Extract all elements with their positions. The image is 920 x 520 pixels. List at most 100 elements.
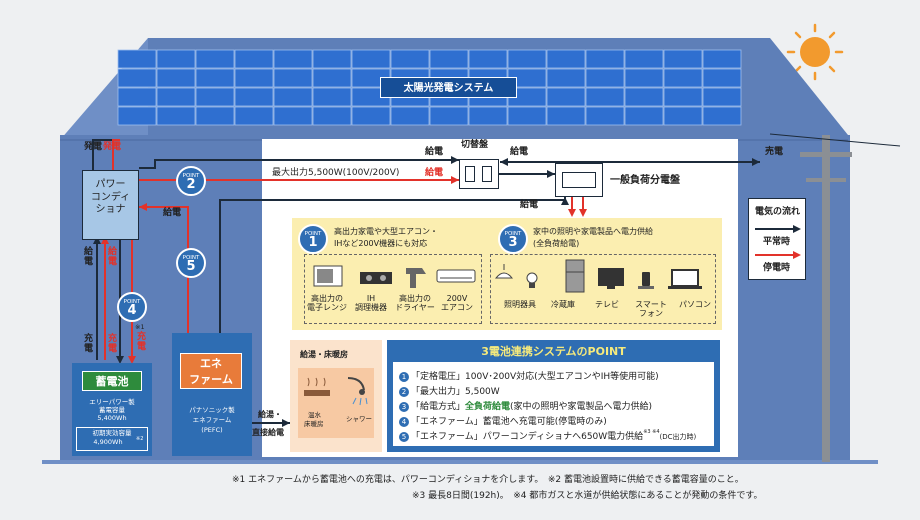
point-3-num: 3 <box>508 235 518 250</box>
solar-panel-cell <box>663 49 703 69</box>
hot-water-area: 給湯・床暖房 温水 床暖房 シャワー <box>290 340 382 452</box>
smartphone-icon <box>638 272 654 289</box>
appliance-label-line2: ドライヤー <box>395 303 435 313</box>
point-4-tag: POINT <box>123 299 141 305</box>
appliance-label-pc: パソコン <box>672 300 718 309</box>
dryer-icon <box>406 268 426 288</box>
point-3-badge: POINT 3 <box>498 224 528 254</box>
appliances-all-group <box>490 254 716 324</box>
solar-panel-cell <box>585 106 625 126</box>
label-kyuden-pcs: 給電 <box>163 208 182 218</box>
ih-icon <box>360 272 392 284</box>
system-item-2-body: 5,500W <box>465 387 500 397</box>
label-kyuden-vert: 給電 <box>84 247 94 268</box>
appliance-label-line2: 電子レンジ <box>307 303 347 313</box>
system-item-5: 5「エネファーム」パワーコンディショナへ650W電力供給※3 ※4(DC出力時) <box>399 429 696 442</box>
battery-l5-mark: ※2 <box>136 436 144 442</box>
max-output-label: 最大出力5,500W(100V/200V) <box>272 168 400 178</box>
hot-shower: シャワー <box>346 415 372 423</box>
appliance-label-line1: 高出力の <box>311 294 343 303</box>
solar-panel-cell <box>546 49 586 69</box>
point-1-tag: POINT <box>304 231 322 237</box>
point-3-text2: (全負荷給電) <box>533 239 580 248</box>
solar-panel-cell <box>351 49 391 69</box>
point-2-badge: POINT 2 <box>176 166 206 196</box>
solar-panel-cell <box>663 68 703 88</box>
appliance-area: POINT 1 高出力家電や大型エアコン・ IHなど200V機器にも対応 POI… <box>292 218 722 330</box>
solar-panel-cell <box>156 106 196 126</box>
system-item-3-highlight: 全負荷給電 <box>465 402 511 412</box>
solar-panel-cell <box>468 49 508 69</box>
enefarm-label2: ファーム <box>189 373 233 386</box>
system-item-2-head: 「最大出力」 <box>411 387 466 397</box>
enefarm: エネ ファーム パナソニック製 エネファーム (PEFC) <box>172 333 252 456</box>
appliance-label-line2: エアコン <box>441 303 473 313</box>
system-item-3-num: 3 <box>399 402 409 412</box>
appliance-label-line1: 高出力の <box>399 294 431 303</box>
system-list: 1「定格電圧」100V･200V対応(大型エアコンやIH等使用可能) 2「最大出… <box>393 362 714 446</box>
footnote-line2: ※3 最長8日間(192h)。 ※4 都市ガスと水道が供給状態にあることが発動の… <box>412 491 763 501</box>
appliance-label-line1: パソコン <box>679 300 711 309</box>
aircon-icon <box>436 269 476 283</box>
system-item-3-body: (家中の照明や家電製品へ電力供給) <box>510 402 653 412</box>
solar-system-title: 太陽光発電システム <box>380 77 517 98</box>
solar-panel-cell <box>234 49 274 69</box>
appliance-label-line1: IH <box>366 294 376 303</box>
solar-panel-cell <box>624 106 664 126</box>
legend: 電気の流れ 平常時 停電時 <box>748 198 806 280</box>
point-3-text1: 家中の照明や家電製品へ電力供給 <box>533 227 653 236</box>
appliance-label-line1: 冷蔵庫 <box>551 300 575 309</box>
system-item-4-body: 蓄電池へ充電可能(停電時のみ) <box>482 417 607 427</box>
point-5-num: 5 <box>186 259 196 274</box>
solar-panel-cell <box>546 106 586 126</box>
system-item-1: 1「定格電圧」100V･200V対応(大型エアコンやIH等使用可能) <box>399 369 659 382</box>
pc-icon <box>668 269 702 289</box>
system-point-box: 3電池連携システムのPOINT 1「定格電圧」100V･200V対応(大型エアコ… <box>387 340 720 452</box>
system-item-5-mark: ※3 ※4 <box>643 429 660 435</box>
appliances-200v-group <box>304 254 482 324</box>
battery-l1: エリーパワー製 <box>89 398 135 406</box>
appliances-all-icons <box>494 259 702 293</box>
fridge-icon <box>565 259 585 293</box>
point-1-badge: POINT 1 <box>298 224 328 254</box>
solar-panel-cell <box>195 68 235 88</box>
floor-heating-icon <box>304 377 330 396</box>
point-3-tag: POINT <box>504 231 522 237</box>
arrowheads-red <box>101 176 587 364</box>
solar-panel-cell <box>273 49 313 69</box>
hot-floor1: 温水 <box>308 411 321 419</box>
system-item-5-head: 「エネファーム」 <box>411 432 483 442</box>
system-item-5-num: 5 <box>399 432 409 442</box>
label-juden-vert-red: 充電 <box>108 334 118 355</box>
solar-panel-cell <box>429 106 469 126</box>
hot-water-supply-label: 給湯・ <box>258 410 282 419</box>
solar-panel-cell <box>117 49 157 69</box>
enefarm-l1: パナソニック製 <box>189 406 235 414</box>
label-kyuden-vert-red: 給電 <box>108 247 118 268</box>
solar-panel-cell <box>312 87 352 107</box>
enefarm-label1: エネ <box>200 357 222 370</box>
point-1-num: 1 <box>308 235 318 250</box>
system-item-4-head: 「エネファーム」 <box>411 417 483 427</box>
battery-label: 蓄電池 <box>82 371 142 391</box>
solar-panel-cell <box>663 106 703 126</box>
switchboard-icon <box>459 159 499 189</box>
solar-panel-cell <box>117 68 157 88</box>
solar-panel-cell <box>468 106 508 126</box>
microwave-icon <box>313 265 343 287</box>
solar-panel-cell <box>390 106 430 126</box>
label-hatsuden: 発電 <box>84 142 103 152</box>
arrowheads <box>93 156 760 427</box>
legend-normal: 平常時 <box>763 237 791 247</box>
appliance-label-line1: 照明器具 <box>504 300 536 309</box>
appliance-label-line2: 調理機器 <box>355 303 387 313</box>
system-item-5-body: パワーコンディショナへ650W電力供給 <box>482 432 644 442</box>
solar-panel-cell <box>117 106 157 126</box>
point-1-text2: IHなど200V機器にも対応 <box>334 239 428 248</box>
hot-inner: 温水 床暖房 シャワー <box>298 368 374 438</box>
solar-panel-cell <box>234 87 274 107</box>
solar-panel-cell <box>546 68 586 88</box>
label-juden-red-right: 充電 <box>137 332 147 353</box>
system-item-1-num: 1 <box>399 372 409 382</box>
